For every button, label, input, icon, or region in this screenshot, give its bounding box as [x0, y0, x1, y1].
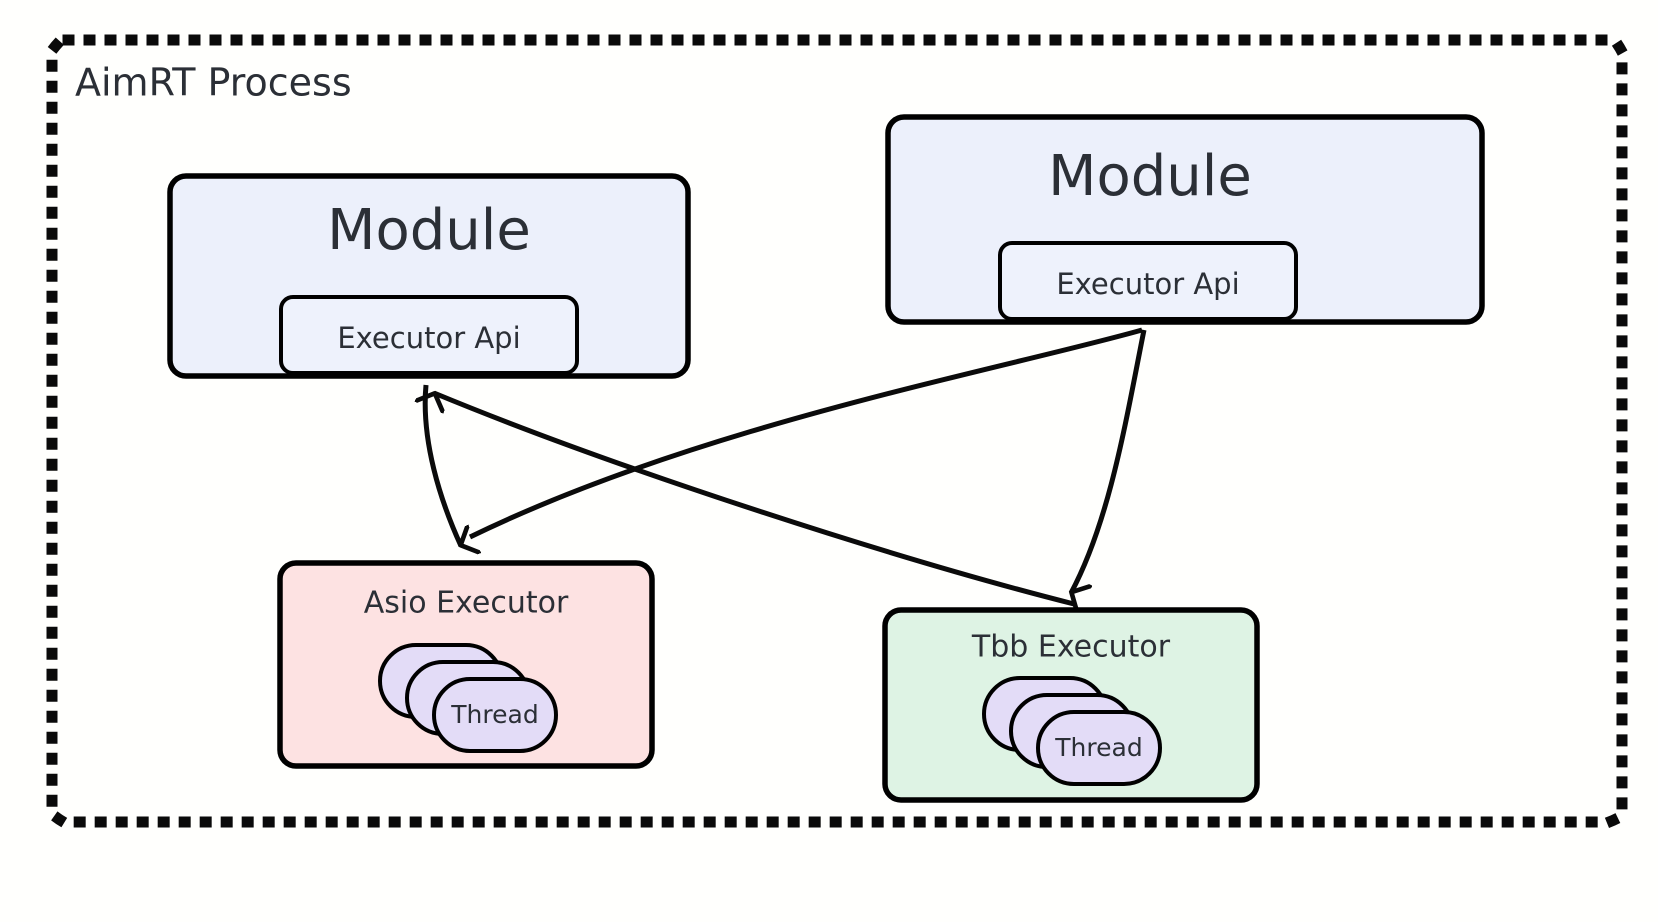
tbb-executor-label: Tbb Executor — [971, 630, 1171, 665]
edge-tbb-to-left-module — [434, 390, 1075, 607]
edge-left-module-to-asio — [422, 384, 461, 546]
edge-right-module-to-asio — [468, 327, 1143, 540]
tbb-thread-stack: Thread — [982, 676, 1162, 786]
tbb-thread-label: Thread — [1054, 733, 1142, 762]
module-left-executor-api[interactable]: Executor Api — [279, 295, 579, 375]
module-right-executor-api[interactable]: Executor Api — [998, 241, 1298, 321]
asio-thread-pill-1[interactable] — [432, 677, 558, 753]
asio-executor-label: Asio Executor — [364, 586, 569, 621]
asio-executor[interactable]: Asio Executor Thread — [277, 560, 655, 769]
module-left[interactable]: Module Executor Api — [167, 173, 691, 379]
module-right[interactable]: Module Executor Api — [885, 114, 1485, 325]
edge-right-module-to-tbb — [1068, 329, 1147, 593]
aimrt-process-container: AimRT Process — [46, 34, 1628, 828]
edge-group — [422, 327, 1147, 607]
module-right-api-box[interactable] — [998, 241, 1298, 321]
module-right-api-label: Executor Api — [1056, 267, 1239, 301]
asio-thread-stack: Thread — [378, 643, 558, 753]
module-left-api-box[interactable] — [279, 295, 579, 375]
module-right-label: Module — [1048, 144, 1252, 209]
module-left-api-label: Executor Api — [337, 321, 520, 355]
tbb-thread-pill-1[interactable] — [1036, 710, 1162, 786]
container-border — [46, 34, 1628, 828]
asio-thread-label: Thread — [450, 700, 538, 729]
module-left-label: Module — [327, 198, 531, 263]
tbb-executor[interactable]: Tbb Executor Thread — [882, 607, 1260, 803]
container-title: AimRT Process — [75, 61, 352, 105]
